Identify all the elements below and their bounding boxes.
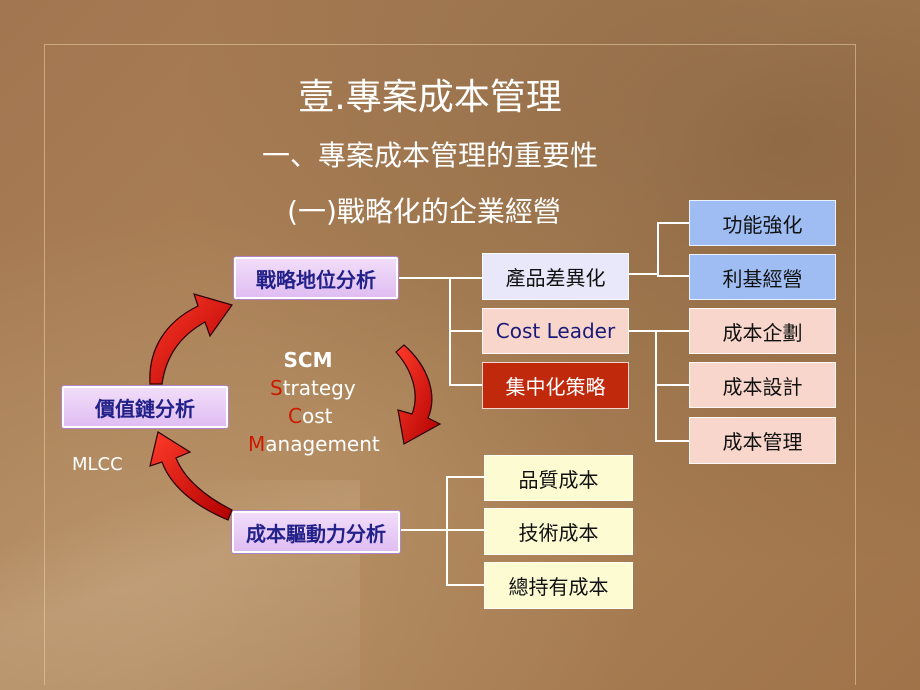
connector-line bbox=[628, 330, 658, 332]
scm-strategy-initial: S bbox=[270, 376, 283, 400]
arrow-to-value-chain bbox=[149, 431, 233, 521]
connector-line bbox=[449, 277, 483, 279]
subsection-title: (一)戰略化的企業經營 bbox=[287, 195, 561, 228]
connector-line bbox=[446, 476, 484, 478]
connector-line bbox=[449, 384, 483, 386]
connector-line bbox=[655, 384, 690, 386]
connector-line bbox=[446, 529, 484, 531]
scm-management-rest: anagement bbox=[265, 432, 380, 456]
connector-line bbox=[446, 584, 484, 586]
connector-line bbox=[628, 273, 658, 275]
scm-cost: Cost bbox=[244, 402, 384, 430]
connector-line bbox=[657, 275, 690, 277]
value-chain-node: 價值鏈分析 bbox=[62, 386, 228, 428]
connector-line bbox=[449, 330, 483, 332]
main-title: 壹.專案成本管理 bbox=[298, 77, 562, 118]
scm-strategy-rest: trategy bbox=[282, 376, 356, 400]
strategic-position-node: 戰略地位分析 bbox=[234, 257, 398, 299]
cost-leader-node: Cost Leader bbox=[482, 308, 629, 354]
connector-line bbox=[446, 476, 448, 586]
cost-leader-item: 成本設計 bbox=[689, 362, 836, 408]
scm-cost-initial: C bbox=[288, 404, 302, 428]
connector-line bbox=[655, 330, 690, 332]
scm-management: Management bbox=[244, 430, 384, 458]
slide-frame bbox=[44, 44, 856, 685]
connector-line bbox=[657, 222, 659, 276]
differentiation-item: 功能強化 bbox=[689, 200, 836, 246]
cost-driver-item: 品質成本 bbox=[484, 455, 633, 501]
scm-management-initial: M bbox=[248, 432, 266, 456]
arrow-to-strategic-position bbox=[149, 293, 233, 385]
scm-title: SCM bbox=[283, 348, 333, 372]
cost-driver-node: 成本驅動力分析 bbox=[232, 511, 400, 553]
connector-line bbox=[657, 222, 690, 224]
mlcc-label: MLCC bbox=[72, 454, 123, 475]
section-title: 一、專案成本管理的重要性 bbox=[261, 139, 598, 172]
cost-driver-item: 技術成本 bbox=[484, 508, 633, 555]
differentiation-item: 利基經營 bbox=[689, 254, 836, 300]
scm-strategy: Strategy bbox=[244, 374, 384, 402]
arrow-down-right bbox=[395, 344, 442, 445]
cost-leader-item: 成本企劃 bbox=[689, 308, 836, 354]
scm-cost-rest: ost bbox=[301, 404, 333, 428]
connector-line bbox=[655, 440, 690, 442]
connector-line bbox=[396, 277, 450, 279]
focus-strategy-node: 集中化策略 bbox=[482, 362, 629, 409]
cost-leader-item: 成本管理 bbox=[689, 417, 836, 464]
cost-driver-item: 總持有成本 bbox=[484, 562, 633, 609]
connector-line bbox=[398, 529, 448, 531]
scm-label: SCM Strategy Cost Management bbox=[244, 346, 384, 458]
differentiation-node: 產品差異化 bbox=[482, 253, 629, 300]
